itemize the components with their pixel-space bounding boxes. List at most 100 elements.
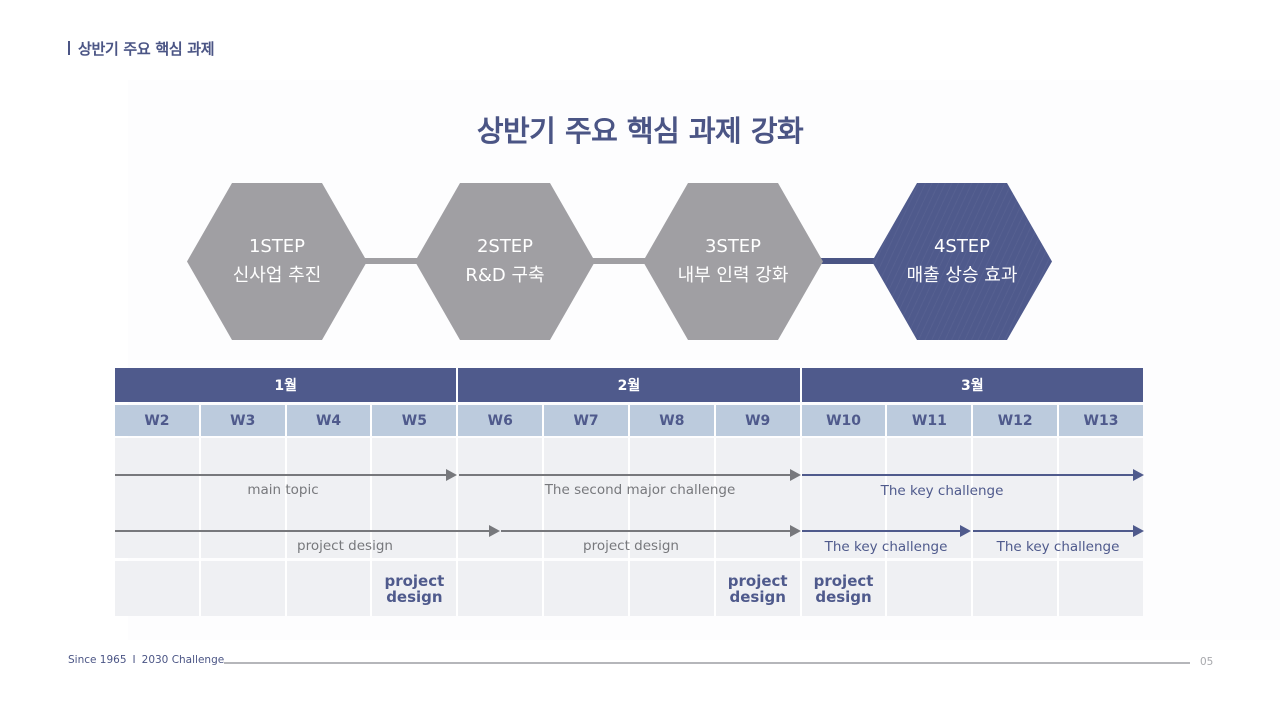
- footer-divider: [224, 662, 1190, 664]
- connector-2-3: [588, 258, 658, 264]
- timeline-arrow: [802, 525, 971, 537]
- week-header: W7: [544, 405, 630, 436]
- week-header: W5: [372, 405, 459, 436]
- arrowhead-icon: [960, 525, 971, 537]
- week-column: [115, 438, 201, 616]
- grid-cell: [973, 561, 1058, 616]
- arrowhead-icon: [790, 525, 801, 537]
- step-number: 4STEP: [933, 235, 991, 257]
- grid-cell: [973, 438, 1058, 558]
- footer-separator: I: [132, 654, 136, 666]
- week-header: W10: [801, 405, 888, 436]
- section-label-text: 상반기 주요 핵심 과제: [78, 40, 215, 58]
- arrowhead-icon: [1133, 469, 1144, 481]
- week-header: W13: [1059, 405, 1143, 436]
- arrow-line: [115, 530, 490, 532]
- month-header: 1월: [115, 368, 459, 402]
- arrow-line: [501, 530, 791, 532]
- grid-cell: [286, 561, 371, 616]
- footer-tagline: 2030 Challenge: [141, 654, 225, 666]
- section-label: 상반기 주요 핵심 과제: [68, 38, 215, 59]
- week-header: W3: [200, 405, 287, 436]
- timeline-arrow: [459, 469, 801, 481]
- grid-cell: [458, 561, 543, 616]
- week-header: W8: [629, 405, 716, 436]
- month-header: 3월: [801, 368, 1143, 402]
- step-name: R&D 구축: [465, 264, 545, 286]
- grid-cell: [200, 561, 285, 616]
- arrow-label: The key challenge: [880, 483, 1004, 499]
- week-column: [286, 438, 373, 616]
- step-name: 내부 인력 강화: [677, 264, 789, 286]
- week-header-row: W2 W3 W4 W5 W6 W7 W8 W9 W10 W11 W12 W13: [115, 405, 1143, 436]
- step-name: 신사업 추진: [232, 264, 322, 286]
- week-header: W11: [887, 405, 974, 436]
- arrow-line: [973, 530, 1134, 532]
- timeline-arrow: [115, 469, 457, 481]
- week-column: [1059, 438, 1143, 616]
- schedule-grid: project design project design project de…: [115, 438, 1143, 616]
- week-column: project design: [801, 438, 888, 616]
- month-header-row: 1월 2월 3월: [115, 368, 1143, 402]
- page-title: 상반기 주요 핵심 과제 강화: [476, 114, 804, 148]
- arrow-label: The key challenge: [824, 539, 948, 555]
- arrowhead-icon: [1133, 525, 1144, 537]
- timeline-arrow: [501, 525, 801, 537]
- cell-note: project design: [384, 571, 445, 606]
- arrowhead-icon: [489, 525, 500, 537]
- week-column: [973, 438, 1060, 616]
- grid-cell: [629, 438, 714, 558]
- week-column: [458, 438, 545, 616]
- timeline-arrow: [115, 525, 500, 537]
- arrow-label: The second major challenge: [544, 482, 736, 498]
- arrow-label: main topic: [247, 482, 319, 498]
- timeline-arrow: [973, 525, 1144, 537]
- grid-cell: [801, 438, 886, 558]
- week-column: [200, 438, 287, 616]
- grid-cell: [1059, 438, 1143, 558]
- step-number: 3STEP: [704, 235, 762, 257]
- arrow-line: [115, 474, 447, 476]
- week-header: W9: [715, 405, 802, 436]
- connector-3-4: [817, 258, 887, 264]
- week-column: [629, 438, 716, 616]
- arrowhead-icon: [790, 469, 801, 481]
- cell-note: project design: [813, 571, 874, 606]
- grid-cell: [200, 438, 285, 558]
- timeline-arrow: [802, 469, 1144, 481]
- section-bar: [68, 41, 70, 55]
- footer-since: Since 1965: [68, 654, 127, 666]
- grid-cell: [715, 438, 800, 558]
- grid-cell: [887, 561, 972, 616]
- cell-note: project design: [727, 571, 788, 606]
- arrow-label: project design: [583, 538, 679, 554]
- week-header: W4: [286, 405, 373, 436]
- grid-cell: [115, 438, 199, 558]
- grid-cell: [629, 561, 714, 616]
- week-column: [544, 438, 630, 616]
- arrow-label: The key challenge: [996, 539, 1120, 555]
- grid-cell: [887, 438, 972, 558]
- week-header: W12: [973, 405, 1060, 436]
- arrow-label: project design: [297, 538, 393, 554]
- grid-cell: project design: [801, 561, 886, 616]
- arrow-line: [802, 474, 1134, 476]
- grid-cell: project design: [372, 561, 457, 616]
- step-number: 2STEP: [476, 235, 534, 257]
- grid-cell: project design: [715, 561, 800, 616]
- grid-cell: [372, 438, 457, 558]
- arrowhead-icon: [446, 469, 457, 481]
- arrow-line: [802, 530, 961, 532]
- week-column: project design: [715, 438, 802, 616]
- step-number: 1STEP: [248, 235, 306, 257]
- grid-cell: [544, 438, 628, 558]
- grid-cell: [544, 561, 628, 616]
- step-name: 매출 상승 효과: [906, 264, 1018, 286]
- week-header: W6: [458, 405, 545, 436]
- page-number: 05: [1200, 656, 1214, 668]
- month-header: 2월: [458, 368, 802, 402]
- grid-cell: [1059, 561, 1143, 616]
- connector-1-2: [360, 258, 430, 264]
- week-column: project design: [372, 438, 459, 616]
- footer: Since 1965 I 2030 Challenge: [68, 654, 224, 666]
